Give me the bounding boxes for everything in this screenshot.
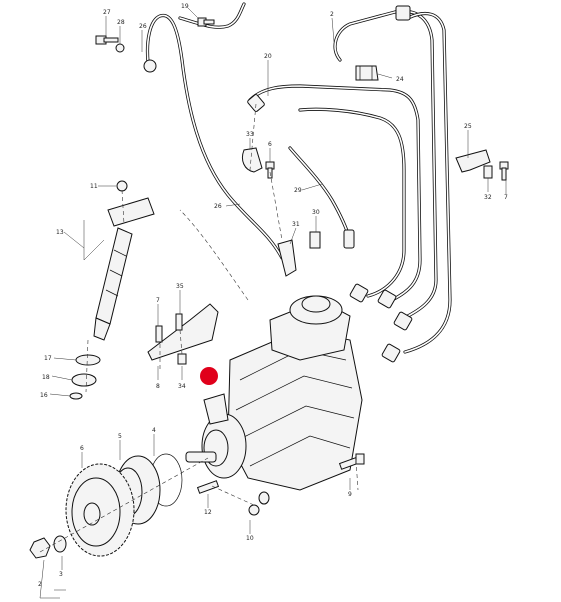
- injector-line-d: [298, 107, 406, 298]
- pipe-clamp: [355, 65, 379, 81]
- callout-7-right: 7: [504, 194, 508, 201]
- spacer-34: [177, 353, 187, 365]
- washer-28: [115, 43, 125, 53]
- callout-18: 18: [42, 374, 50, 381]
- callout-2-top: 2: [330, 11, 334, 18]
- washer-10: [248, 491, 270, 516]
- bolt-7r: [499, 161, 509, 181]
- leader-lines: [39, 7, 507, 599]
- bolt-35: [175, 313, 183, 331]
- banjo-eye: [143, 59, 157, 73]
- callout-30: 30: [312, 209, 320, 216]
- return-hose: [145, 13, 284, 260]
- pipe-nut: [393, 311, 413, 331]
- callout-10: 10: [246, 535, 254, 542]
- callout-6-gear: 6: [80, 445, 84, 452]
- callout-19: 19: [181, 3, 189, 10]
- callout-28: 28: [117, 19, 125, 26]
- red-hotspot-marker[interactable]: [200, 367, 218, 385]
- callout-31: 31: [292, 221, 300, 228]
- callout-7-left: 7: [156, 297, 160, 304]
- bracket-25: [455, 149, 491, 173]
- injector-clamp: [107, 197, 155, 227]
- pipe-nuts: [143, 5, 413, 363]
- hose-clip: [343, 229, 355, 249]
- callout-29: 29: [294, 187, 302, 194]
- stud-9: [338, 453, 365, 470]
- callout-26-top: 26: [139, 23, 147, 30]
- callout-8: 8: [156, 383, 160, 390]
- callout-17: 17: [44, 355, 52, 362]
- callout-12: 12: [204, 509, 212, 516]
- callout-6-top: 6: [268, 141, 272, 148]
- callout-13: 13: [56, 229, 64, 236]
- callout-25: 25: [464, 123, 472, 130]
- drive-gear-assembly: [29, 453, 183, 559]
- stud-12: [196, 480, 220, 494]
- callout-20: 20: [264, 53, 272, 60]
- assembly-lines: [39, 103, 359, 553]
- washer-16: [69, 392, 83, 400]
- fuel-pipes: [145, 2, 452, 354]
- clamp-33: [241, 147, 263, 173]
- pipe-nut: [377, 289, 397, 309]
- bolt-6: [265, 161, 275, 179]
- washer-3: [53, 535, 67, 553]
- injection-pump: [185, 295, 363, 491]
- callout-9: 9: [348, 491, 352, 498]
- callout-32: 32: [484, 194, 492, 201]
- washer-18: [71, 373, 97, 387]
- support-bracket: [147, 303, 219, 365]
- callout-labels: 27 28 26 19 2 20 24 33 6 25 32 7 29 11 3…: [38, 3, 508, 588]
- pump-shaft: [185, 451, 217, 463]
- bolt-27: [95, 35, 119, 45]
- seal-17: [75, 354, 101, 366]
- clamp-nut: [116, 180, 128, 192]
- pipe-nut: [395, 5, 411, 21]
- nut-2: [29, 537, 51, 559]
- callout-34: 34: [178, 383, 186, 390]
- callout-24: 24: [396, 76, 404, 83]
- banjo-fitting: [277, 239, 297, 277]
- pipe-nut: [349, 283, 369, 303]
- callout-33: 33: [246, 131, 254, 138]
- callout-35: 35: [176, 283, 184, 290]
- gasket: [203, 393, 229, 425]
- callout-5: 5: [118, 433, 122, 440]
- pipe-nut: [381, 343, 401, 363]
- bolt-7l: [155, 325, 163, 343]
- callout-26-mid: 26: [214, 203, 222, 210]
- callout-11: 11: [90, 183, 98, 190]
- callout-3: 3: [59, 571, 63, 578]
- pipe-nut: [247, 94, 265, 112]
- injector-line-a: [248, 84, 422, 302]
- callout-2-bottom: 2: [38, 581, 42, 588]
- callout-16: 16: [40, 392, 48, 399]
- injector-line-b: [333, 9, 438, 320]
- spacer-32: [483, 165, 493, 179]
- banjo-bolt-30: [309, 231, 321, 249]
- injector-assembly: [69, 180, 155, 400]
- callout-27: 27: [103, 9, 111, 16]
- callout-4: 4: [152, 427, 156, 434]
- bolt-19: [197, 17, 215, 27]
